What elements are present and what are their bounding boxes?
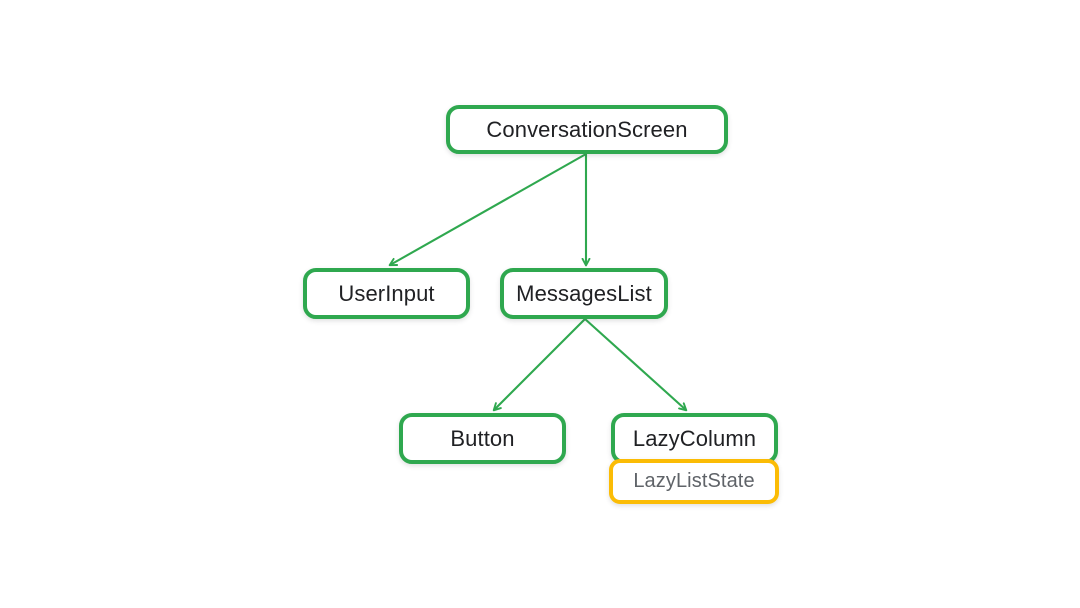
node-lazycolumn-label: LazyColumn — [632, 425, 757, 451]
node-userinput-label: UserInput — [338, 280, 435, 306]
node-lazycolumn[interactable]: LazyColumn — [611, 413, 778, 464]
edge-messageslist-to-lazycolumn — [584, 318, 688, 412]
node-lazyliststate[interactable]: LazyListState — [609, 459, 779, 504]
node-lazyliststate-label: LazyListState — [633, 470, 755, 492]
node-conversationscreen[interactable]: ConversationScreen — [446, 105, 728, 154]
node-messageslist[interactable]: MessagesList — [500, 268, 668, 319]
edge-conversationscreen-to-userinput — [388, 153, 587, 267]
node-button-label: Button — [450, 425, 515, 451]
node-button[interactable]: Button — [399, 413, 566, 464]
node-conversationscreen-label: ConversationScreen — [486, 116, 688, 142]
node-userinput[interactable]: UserInput — [303, 268, 470, 319]
node-messageslist-label: MessagesList — [516, 280, 652, 306]
edge-messageslist-to-button — [492, 318, 586, 412]
